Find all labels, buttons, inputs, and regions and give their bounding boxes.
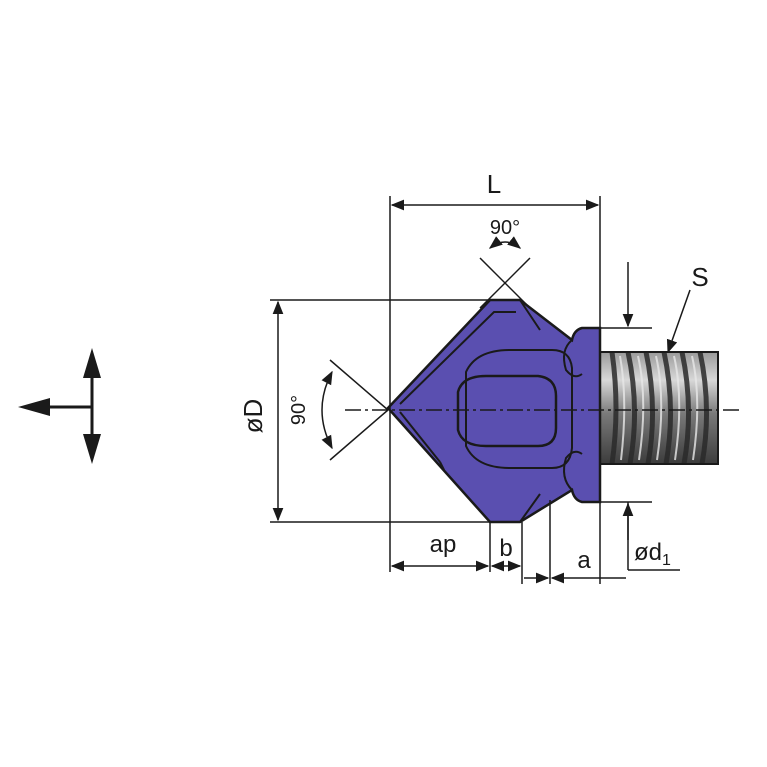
label-shank-d: ød1 xyxy=(634,539,671,569)
label-angle-top: 90° xyxy=(490,217,520,239)
label-shank-d-main: ød xyxy=(634,539,662,566)
label-length: L xyxy=(487,169,501,199)
label-thread: S xyxy=(691,262,708,292)
tool-body xyxy=(386,298,602,524)
dimension-lines xyxy=(272,199,691,584)
label-offset-a: a xyxy=(577,547,591,574)
label-shank-d-sub: 1 xyxy=(662,552,671,569)
label-diameter: øD xyxy=(238,399,268,434)
label-depth: ap xyxy=(430,531,457,558)
thread-shank xyxy=(599,351,719,465)
label-chamfer-b: b xyxy=(499,535,512,562)
angle-construction xyxy=(321,236,531,461)
feed-direction-arrows-icon xyxy=(18,348,101,464)
label-angle-side: 90° xyxy=(288,395,310,425)
